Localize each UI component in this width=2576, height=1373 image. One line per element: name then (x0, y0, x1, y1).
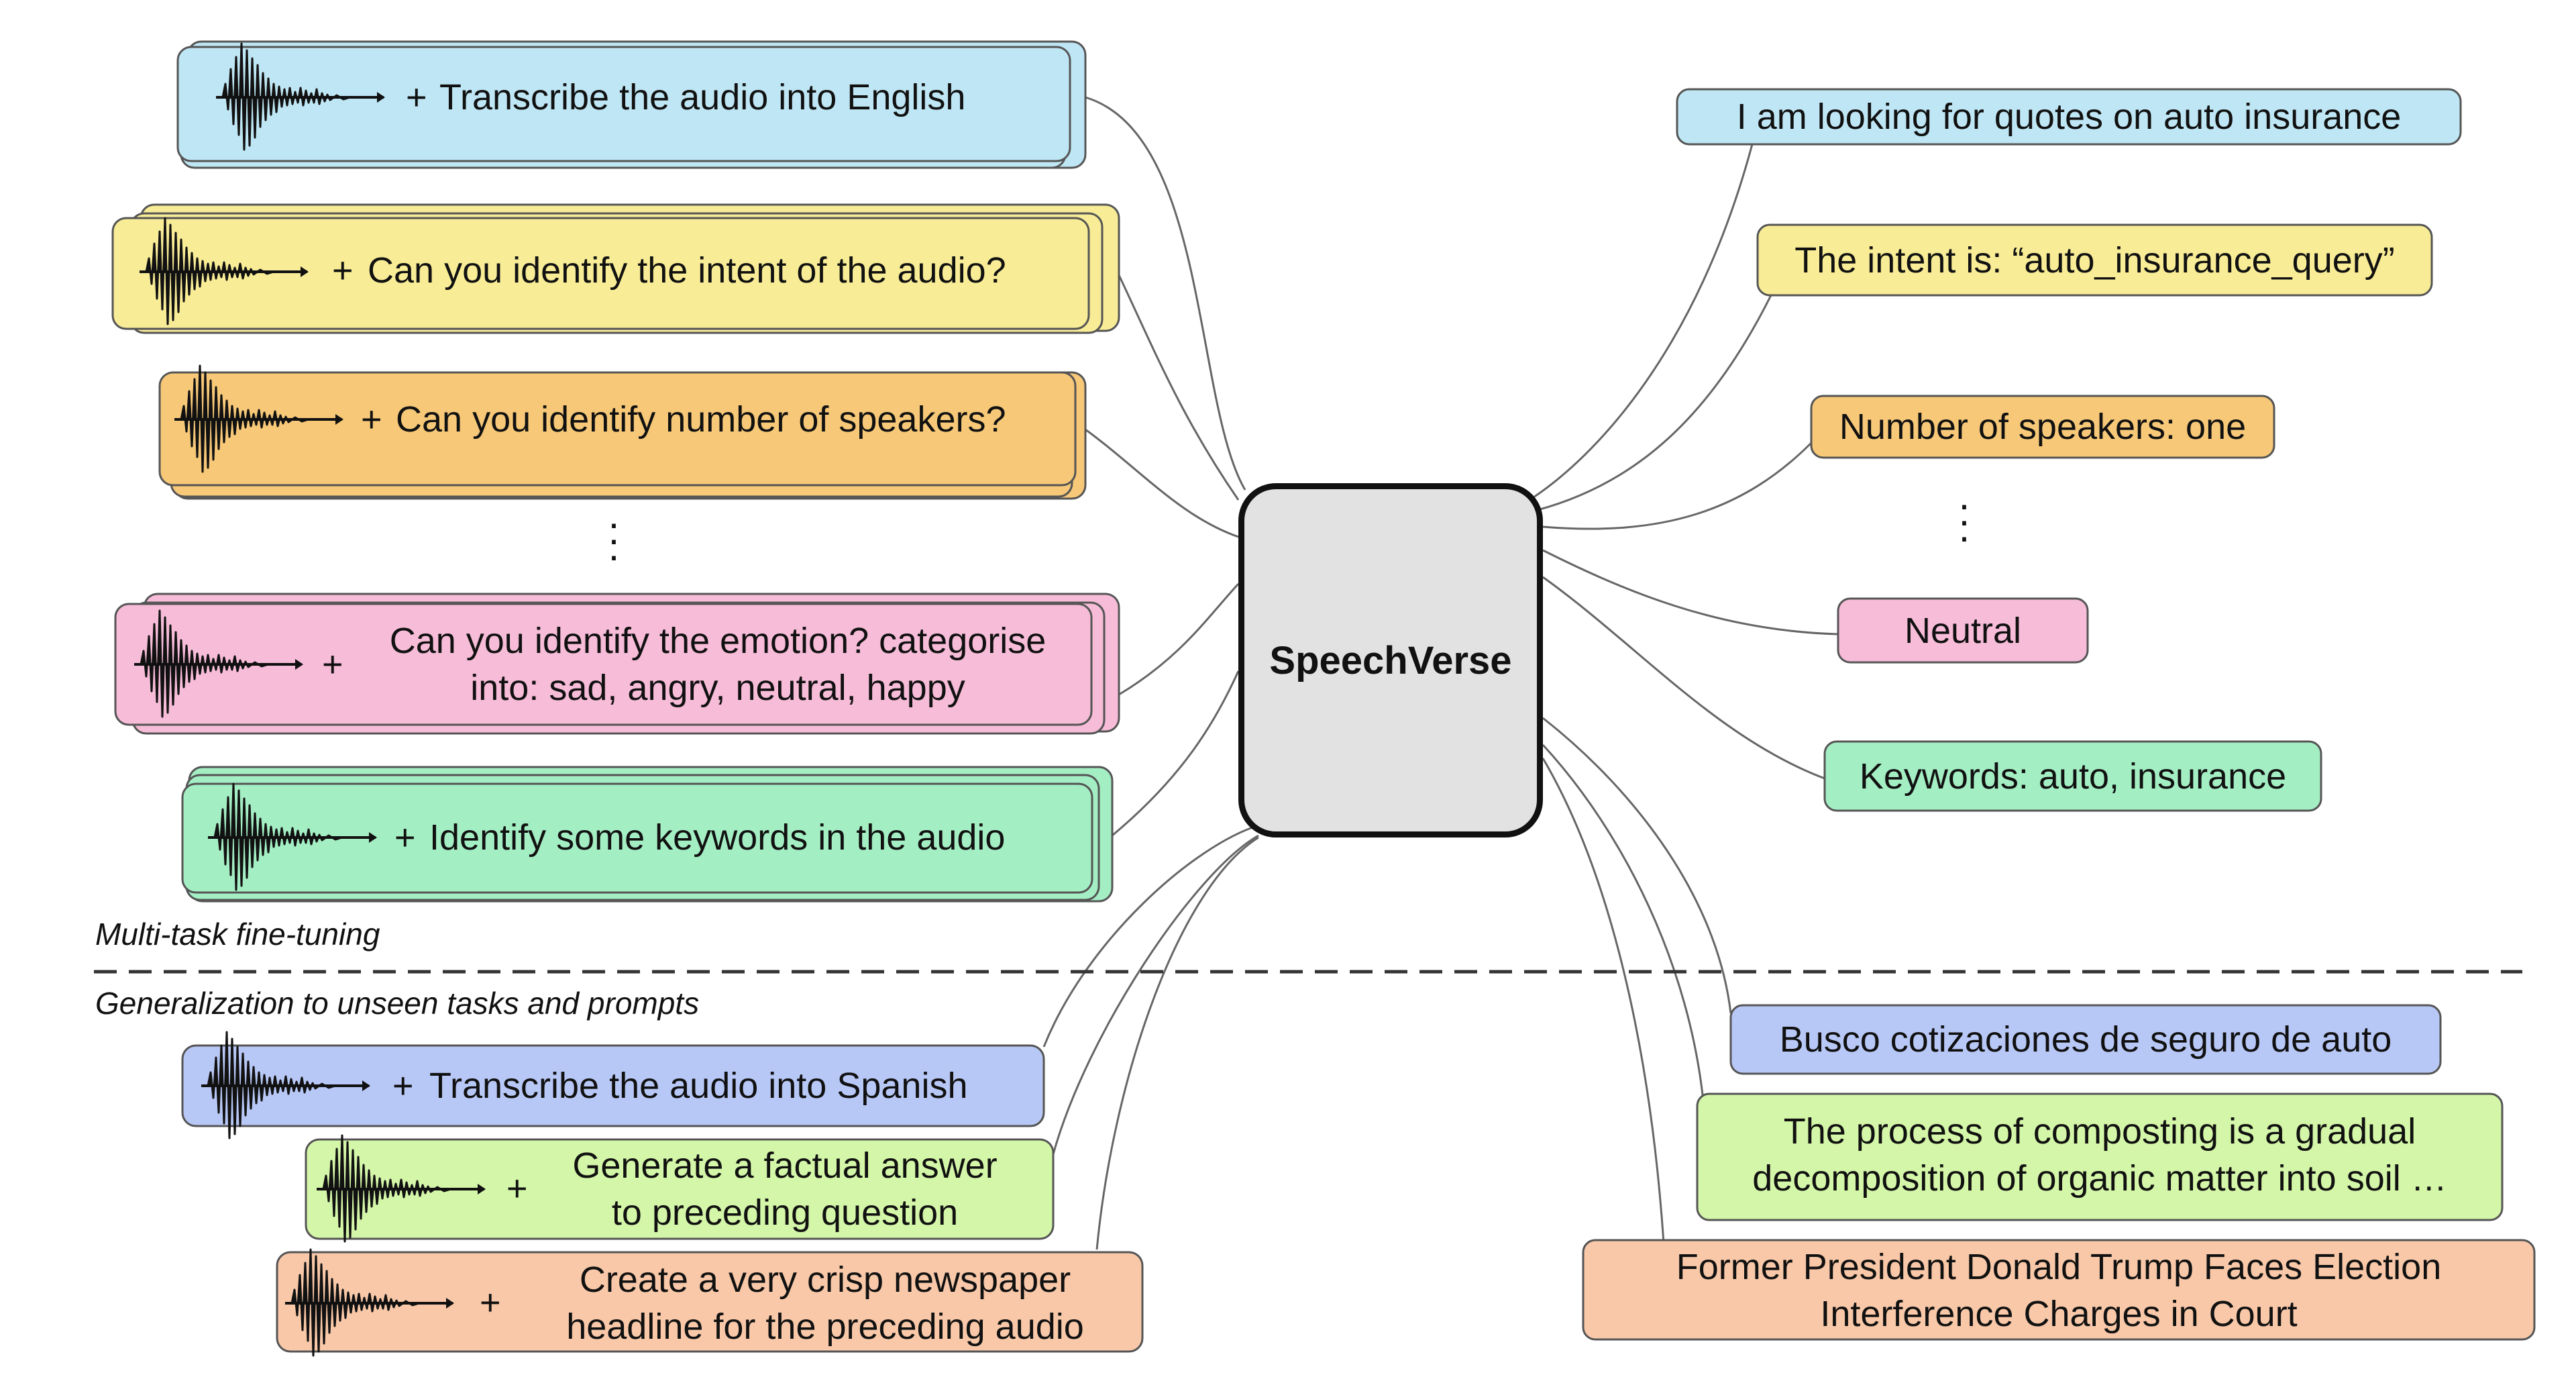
prompt-plus: + (322, 644, 343, 684)
prompt-text-transcribe-english: Transcribe the audio into English (439, 77, 966, 117)
prompt-box-factual-answer (305, 1138, 1055, 1240)
prompt-plus: + (332, 250, 354, 291)
prompt-box-transcribe-english (176, 46, 1071, 162)
speechverse-model-box: SpeechVerse (1238, 483, 1543, 837)
output-text-num-speakers: Number of speakers: one (1839, 407, 2247, 447)
front-boxes (111, 46, 1144, 1353)
output-text-factual-answer-line1: The process of composting is a gradual (1783, 1111, 2416, 1152)
prompt-text-intent: Can you identify the intent of the audio… (368, 250, 1006, 291)
prompt-box-keywords (181, 782, 1093, 894)
section-label-training: Multi-task fine-tuning (95, 917, 380, 952)
output-box-transcript-spanish (1729, 1004, 2442, 1075)
output-text-headline-line1: Former President Donald Trump Faces Elec… (1676, 1247, 2442, 1287)
prompt-text-transcribe-spanish: Transcribe the audio into Spanish (429, 1066, 968, 1106)
prompt-box-intent (111, 217, 1090, 330)
output-text-factual-answer-line2: decomposition of organic matter into soi… (1752, 1158, 2447, 1199)
prompt-plus: + (506, 1168, 528, 1209)
output-box-factual-answer (1696, 1092, 2504, 1221)
prompt-plus: + (394, 817, 416, 858)
output-box-intent (1756, 223, 2433, 297)
connector-lines (1042, 96, 1839, 1250)
prompt-text-emotion-line1: Can you identify the emotion? categorise (389, 621, 1046, 661)
prompt-text-headline-line2: headline for the preceding audio (566, 1307, 1084, 1347)
prompt-text-factual-answer-line2: to preceding question (611, 1192, 959, 1233)
output-box-keywords (1823, 740, 2322, 812)
section-label-generalization: Generalization to unseen tasks and promp… (95, 986, 700, 1021)
prompt-text-factual-answer-line1: Generate a factual answer (572, 1146, 998, 1186)
output-box-headline (1582, 1239, 2536, 1341)
prompt-text-num-speakers: Can you identify number of speakers? (396, 399, 1006, 440)
prompt-text-headline-line1: Create a very crisp newspaper (579, 1260, 1071, 1300)
output-box-emotion (1837, 597, 2089, 664)
model-name: SpeechVerse (1269, 638, 1512, 682)
output-text-intent: The intent is: “auto_insurance_query” (1794, 240, 2395, 281)
prompt-text-keywords: Identify some keywords in the audio (429, 817, 1006, 858)
prompt-plus: + (406, 77, 427, 117)
prompt-box-emotion (114, 603, 1093, 726)
output-text-headline-line2: Interference Charges in Court (1820, 1294, 2298, 1334)
output-text-transcript-spanish: Busco cotizaciones de seguro de auto (1779, 1019, 2392, 1060)
output-text-emotion: Neutral (1904, 610, 2022, 651)
output-box-transcript-english (1676, 88, 2462, 146)
prompt-box-transcribe-spanish (181, 1044, 1045, 1127)
prompt-box-num-speakers (158, 371, 1077, 487)
prompt-plus: + (480, 1282, 501, 1323)
prompt-plus: + (361, 399, 382, 440)
ellipsis-outputs: ··· (1957, 482, 1971, 559)
prompt-box-headline (276, 1251, 1144, 1353)
prompt-plus: + (392, 1066, 414, 1106)
output-text-keywords: Keywords: auto, insurance (1859, 756, 2287, 797)
output-boxes (1582, 88, 2536, 1341)
output-text-transcript-english: I am looking for quotes on auto insuranc… (1736, 97, 2402, 137)
output-box-num-speakers (1810, 395, 2275, 459)
prompt-text-emotion-line2: into: sad, angry, neutral, happy (470, 668, 965, 708)
ellipsis-prompts: ··· (607, 501, 621, 578)
